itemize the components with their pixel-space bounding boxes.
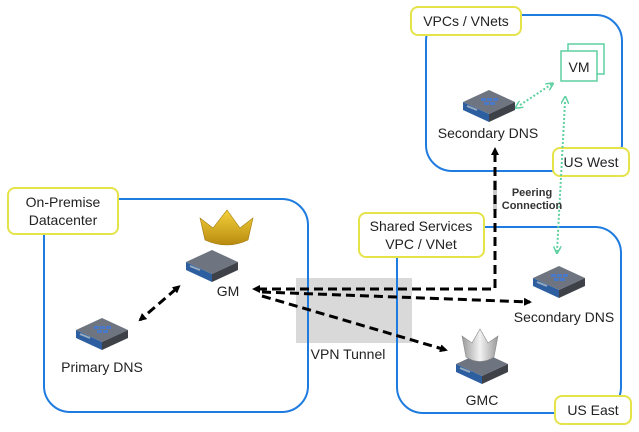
- silver-crown-icon: [461, 328, 499, 362]
- gm-primary-dns-link: [138, 285, 181, 322]
- gm-secondary-west-link: [252, 147, 499, 293]
- svg-text:On-Premise: On-Premise: [26, 194, 101, 210]
- svg-text:GMC: GMC: [466, 392, 499, 408]
- peering-label-2: Connection: [502, 200, 563, 212]
- vm-node[interactable]: VM: [560, 43, 605, 82]
- us-east-label: US East: [554, 395, 632, 425]
- gm-gmc-link: [261, 294, 448, 353]
- vpn-tunnel-box: [296, 278, 412, 343]
- onprem-label: On-Premise Datacenter: [7, 187, 119, 235]
- primary-dns-node[interactable]: Primary DNS: [61, 317, 143, 375]
- vpcs-region[interactable]: [425, 14, 623, 172]
- us-east-region[interactable]: [396, 226, 622, 414]
- gm-secondary-east-link: [261, 290, 532, 306]
- vm-secondary-west-link: [520, 84, 552, 105]
- gm-node[interactable]: GM: [185, 209, 254, 299]
- gmc-node[interactable]: GMC: [455, 328, 509, 408]
- svg-text:GM: GM: [217, 283, 240, 299]
- svg-text:US West: US West: [564, 154, 619, 170]
- secondary-dns-west-node[interactable]: Secondary DNS: [438, 89, 538, 141]
- vm-secondary-east-link: [557, 102, 565, 252]
- peering-label-1: Peering: [512, 187, 552, 199]
- svg-text:Shared Services: Shared Services: [370, 218, 473, 234]
- gold-crown-icon: [199, 209, 254, 246]
- svg-text:Primary DNS: Primary DNS: [61, 359, 143, 375]
- secondary-dns-east-node[interactable]: Secondary DNS: [514, 265, 614, 325]
- svg-text:Secondary DNS: Secondary DNS: [438, 125, 538, 141]
- svg-text:Datacenter: Datacenter: [29, 212, 98, 228]
- onprem-region[interactable]: [43, 198, 309, 413]
- svg-text:US East: US East: [567, 402, 618, 418]
- svg-text:Secondary DNS: Secondary DNS: [514, 309, 614, 325]
- svg-text:VPCs / VNets: VPCs / VNets: [423, 13, 509, 29]
- vpcs-label: VPCs / VNets: [410, 6, 522, 36]
- us-west-label: US West: [552, 147, 630, 177]
- svg-text:VPC / VNet: VPC / VNet: [385, 236, 457, 252]
- shared-services-label: Shared Services VPC / VNet: [358, 212, 485, 258]
- svg-text:VM: VM: [569, 59, 590, 75]
- vpn-tunnel-label: VPN Tunnel: [311, 346, 386, 362]
